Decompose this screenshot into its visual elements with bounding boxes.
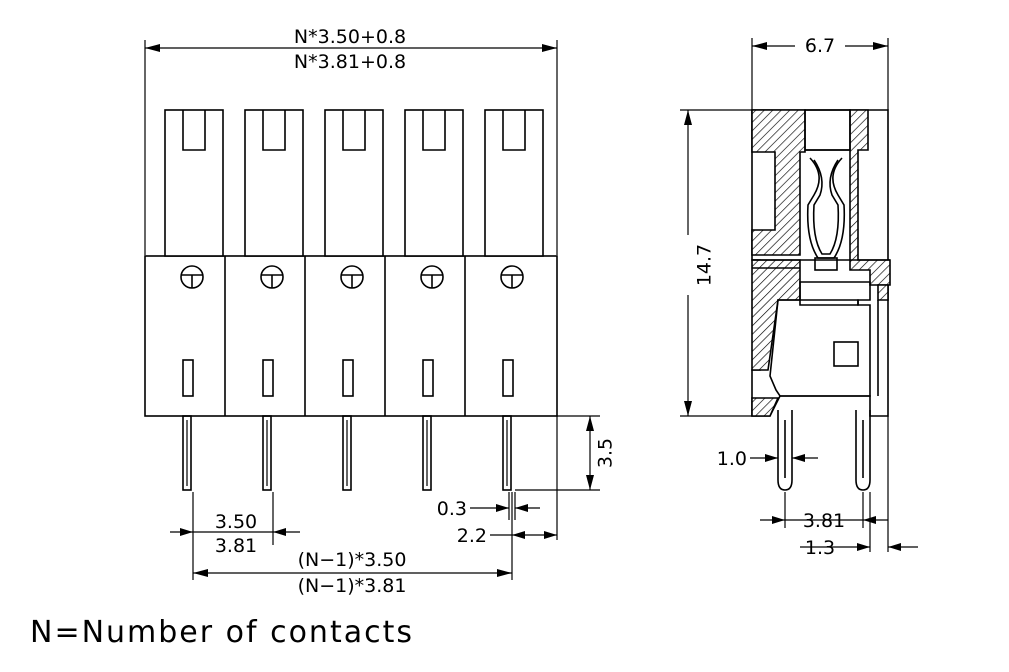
span-label-1: (N−1)*3.50	[298, 549, 407, 571]
pin-thickness-label: 1.0	[717, 448, 747, 470]
lever-slot	[342, 110, 366, 151]
hatched-bottom-left	[751, 397, 780, 417]
test-port	[182, 359, 194, 397]
contact-body	[769, 299, 871, 397]
hatched-right-strip	[877, 284, 889, 301]
depth-dimension: 6.7	[751, 35, 889, 110]
hatched-top-right	[849, 109, 891, 286]
side-view: 6.7 14.7	[676, 35, 918, 559]
lever-slot	[182, 110, 206, 151]
pitch-label-1: 3.50	[215, 511, 257, 533]
contact-modules	[164, 109, 544, 491]
lever-slot	[422, 110, 446, 151]
pitch-dimension: 3.50 3.81	[170, 492, 300, 557]
pin-width-label: 0.3	[437, 498, 467, 520]
test-port	[342, 359, 354, 397]
pitch-label-2: 3.81	[215, 535, 257, 557]
pin-row-pitch-label: 3.81	[803, 510, 845, 532]
solder-pin	[262, 415, 272, 491]
lever-slot	[262, 110, 286, 151]
height-label: 14.7	[694, 244, 716, 286]
depth-label: 6.7	[805, 35, 835, 57]
overall-width-dimension: N*3.50+0.8 N*3.81+0.8	[144, 26, 558, 255]
solder-pin	[502, 415, 512, 491]
pin-width-dimension: 0.3	[437, 492, 540, 520]
side-pins	[777, 410, 871, 491]
release-lever	[324, 109, 384, 257]
span-label-2: (N−1)*3.81	[298, 575, 407, 597]
height-dimension: 14.7	[676, 109, 770, 417]
release-lever	[244, 109, 304, 257]
contacts-note: N=Number of contacts	[30, 615, 414, 650]
solder-pin	[422, 415, 432, 491]
release-lever	[404, 109, 464, 257]
pin-offset-dimension: 2.2	[457, 416, 558, 547]
lever-slot	[502, 110, 526, 151]
front-view: N*3.50+0.8 N*3.81+0.8 3.5 0.3	[144, 26, 617, 597]
pin-row-pitch-dimension: 3.81	[760, 492, 888, 532]
hatched-top-left	[751, 109, 806, 256]
release-lever	[164, 109, 224, 257]
housing-body	[144, 255, 558, 417]
pin-length-dimension: 3.5	[515, 415, 617, 491]
test-port	[502, 359, 514, 397]
wire-entry-square	[833, 341, 859, 367]
release-lever	[484, 109, 544, 257]
span-dimension: (N−1)*3.50 (N−1)*3.81	[192, 540, 513, 597]
overall-width-label-1: N*3.50+0.8	[294, 26, 406, 48]
side-pin-right	[855, 410, 871, 491]
solder-pin	[342, 415, 352, 491]
test-port	[422, 359, 434, 397]
overall-width-label-2: N*3.81+0.8	[294, 51, 406, 73]
side-pin-left	[777, 410, 793, 491]
test-port	[262, 359, 274, 397]
pin-thickness-dimension: 1.0	[717, 448, 818, 470]
side-pin-offset-dimension: 1.3	[800, 416, 918, 559]
side-pin-offset-label: 1.3	[805, 537, 835, 559]
pin-offset-label: 2.2	[457, 525, 487, 547]
pin-length-label: 3.5	[595, 438, 617, 468]
screw-head-top	[804, 109, 851, 151]
clamp-base	[814, 257, 838, 271]
solder-pin	[182, 415, 192, 491]
